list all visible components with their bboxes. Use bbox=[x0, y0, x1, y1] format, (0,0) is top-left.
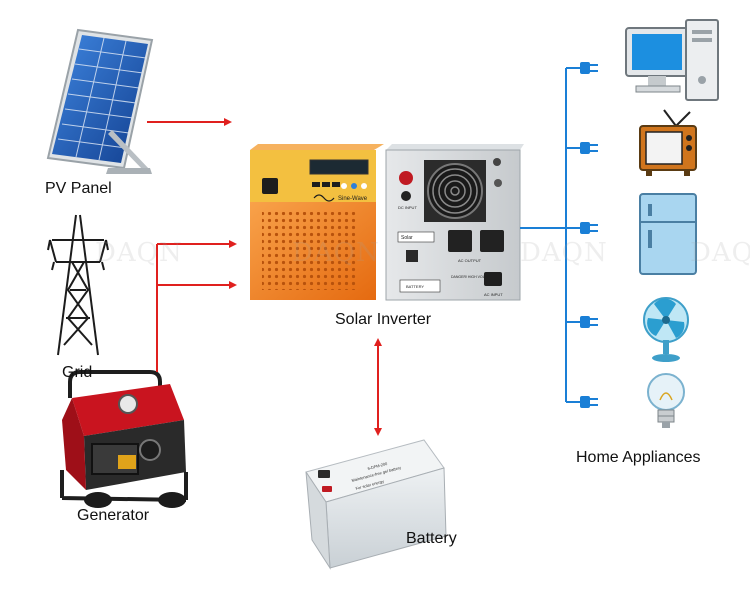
inverter-front-icon: Sine-Wave bbox=[250, 144, 384, 300]
plug-icon bbox=[580, 316, 598, 328]
plug-icon bbox=[580, 62, 598, 74]
battery-icon: 6-DFM-200 Maintenance-free gel battery F… bbox=[305, 439, 447, 570]
inverter-front-brand-text: Sine-Wave bbox=[338, 196, 368, 202]
battery-port-label: BATTERY bbox=[406, 284, 424, 289]
pv-panel-label: PV Panel bbox=[45, 180, 112, 197]
appliance-wiring bbox=[520, 67, 582, 403]
plug-icon bbox=[580, 142, 598, 154]
plug-icon bbox=[580, 396, 598, 408]
battery-model-text: 6-DFM-200 bbox=[367, 461, 389, 471]
grid-label: Grid bbox=[62, 364, 93, 381]
home-appliances-label: Home Appliances bbox=[576, 449, 701, 466]
ac-input-label: AC INPUT bbox=[484, 292, 503, 297]
grid-tower-icon bbox=[47, 214, 109, 356]
solar-inverter-label: Solar Inverter bbox=[335, 311, 432, 328]
light-bulb-icon bbox=[647, 373, 685, 428]
danger-label: DANGER! HIGH VOLTAGE bbox=[451, 275, 494, 279]
inverter-back-icon: DC INPUT Solar AC OUTPUT DANGER! HIGH VO… bbox=[385, 144, 524, 301]
solar-port-label: Solar bbox=[401, 235, 413, 241]
refrigerator-icon bbox=[639, 193, 697, 275]
pv-panel-icon bbox=[46, 28, 154, 174]
dc-input-label: DC INPUT bbox=[398, 205, 417, 210]
plug-icon bbox=[580, 222, 598, 234]
ac-output-label: AC OUTPUT bbox=[458, 258, 482, 263]
fan-icon bbox=[643, 297, 689, 362]
battery-label: Battery bbox=[406, 530, 457, 547]
fan-grill-icon bbox=[432, 168, 478, 214]
grid-generator-to-inverter-arrows bbox=[156, 240, 237, 372]
generator-label: Generator bbox=[77, 507, 150, 524]
generator-icon bbox=[60, 370, 188, 508]
television-icon bbox=[639, 109, 697, 176]
computer-icon bbox=[625, 19, 719, 101]
